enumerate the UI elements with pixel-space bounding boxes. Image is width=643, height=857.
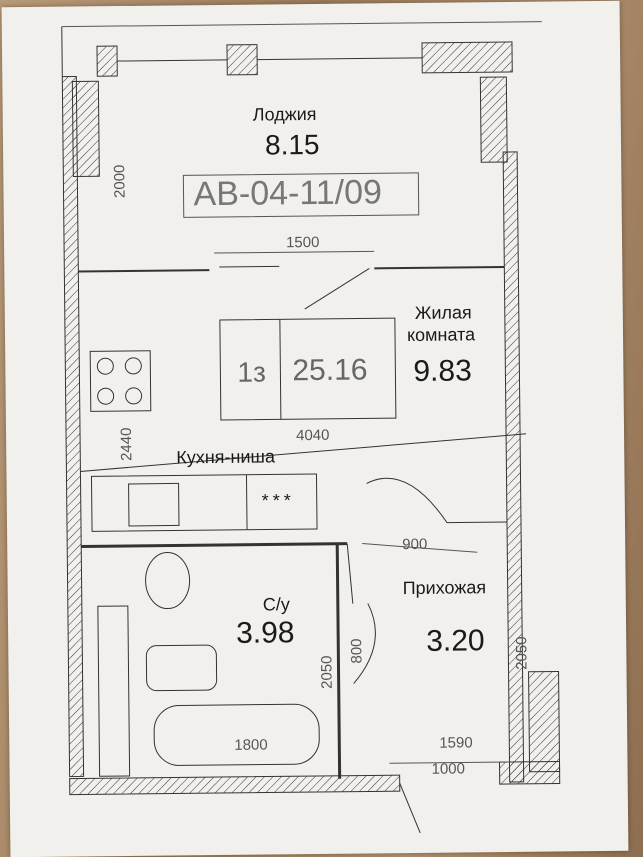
loggia-outline xyxy=(61,26,63,77)
living-name-line2: комната xyxy=(406,324,476,346)
loggia-pillar-left xyxy=(71,80,100,178)
loggia-separator-right xyxy=(374,266,505,270)
apartment-code-frame xyxy=(182,172,420,218)
kitchen-sink xyxy=(128,482,180,527)
kitchen-counter xyxy=(90,473,318,532)
loggia-door-sill xyxy=(219,265,280,268)
living-area: 9.83 xyxy=(413,354,472,388)
dim-900-line xyxy=(362,543,478,553)
dimension-2000: 2000 xyxy=(111,164,129,199)
loggia-top-line xyxy=(61,21,542,28)
kitchen-name: Кухня-ниша xyxy=(176,446,276,468)
bathroom-name: С/у xyxy=(262,594,290,615)
hall-pillar xyxy=(528,670,561,773)
loggia-window-line-2 xyxy=(257,57,423,61)
hall-area: 3.20 xyxy=(426,624,485,658)
entrance-door xyxy=(399,782,421,834)
top-wall-right xyxy=(421,41,513,74)
dimension-1800: 1800 xyxy=(234,736,268,754)
dim-4040-line xyxy=(80,433,527,472)
dimension-1000: 1000 xyxy=(431,760,466,778)
dim-1500-line xyxy=(214,250,375,254)
counter-divider xyxy=(245,474,248,530)
dim-1000-line xyxy=(389,761,510,764)
left-wall xyxy=(61,75,85,778)
dimension-2050-right: 2050 xyxy=(513,636,531,670)
apartment-total-area: 25.16 xyxy=(292,353,368,388)
dimension-1590: 1590 xyxy=(439,734,473,752)
summary-divider xyxy=(279,319,282,420)
bathroom-door-frame xyxy=(346,543,354,604)
living-name-line1: Жилая xyxy=(414,302,472,323)
dimension-900: 900 xyxy=(402,535,428,554)
bathtub xyxy=(153,703,320,766)
bathroom-top-wall xyxy=(81,542,348,548)
loggia-name: Лоджия xyxy=(252,103,317,125)
loggia-window-line xyxy=(117,59,228,62)
loggia-pillar-right xyxy=(479,76,508,163)
loggia-separator-left xyxy=(78,269,210,273)
washbasin xyxy=(145,552,191,610)
top-wall-mid xyxy=(226,44,258,76)
floor-plan-sheet: Лоджия 8.15 АВ-04-11/09 Жилая комната 9.… xyxy=(1,0,629,857)
right-wall xyxy=(502,151,525,783)
dimension-1500: 1500 xyxy=(285,233,320,252)
stove xyxy=(89,350,152,412)
floor-plan-drawing xyxy=(61,21,561,834)
dimension-4040: 4040 xyxy=(295,426,330,445)
apartment-room-count: 1з xyxy=(237,356,266,388)
loggia-area: 8.15 xyxy=(264,128,320,161)
toilet xyxy=(145,644,218,692)
loggia-door-swing xyxy=(304,267,370,310)
dimension-2440: 2440 xyxy=(117,427,136,462)
hall-wall-segment xyxy=(446,521,507,524)
bathroom-door-swing xyxy=(353,603,376,684)
apartment-code: АВ-04-11/09 xyxy=(193,173,383,214)
apartment-summary-frame xyxy=(219,317,397,421)
stove-symbol: *** xyxy=(261,490,295,511)
bathroom-area: 3.98 xyxy=(235,616,295,650)
dimension-800: 800 xyxy=(348,638,366,664)
dimension-2050-left: 2050 xyxy=(318,655,336,689)
hall-name: Прихожая xyxy=(402,577,487,599)
bottom-wall xyxy=(69,774,401,796)
bathroom-shelf xyxy=(97,605,131,777)
bathroom-right-wall xyxy=(335,543,342,779)
hall-door-swing xyxy=(366,477,448,523)
top-wall-left xyxy=(96,45,118,77)
